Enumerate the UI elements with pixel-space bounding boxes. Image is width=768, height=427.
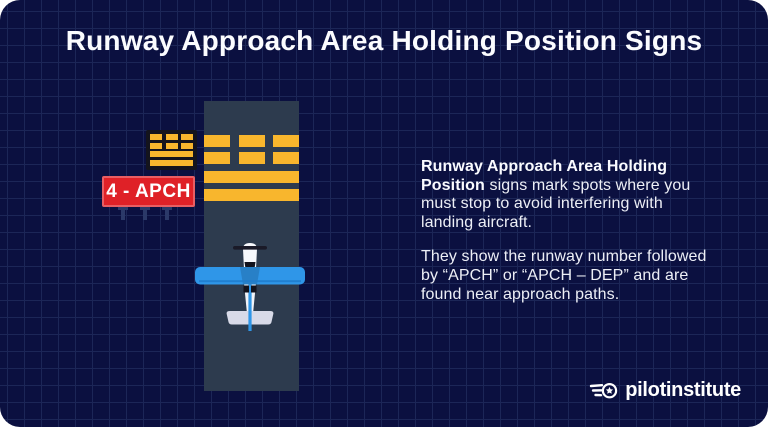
airplane-rear-window xyxy=(251,285,257,293)
description: Runway Approach Area Holding Position si… xyxy=(421,158,715,304)
apch-sign: 4 - APCH xyxy=(102,176,195,207)
holding-marking-dashed-row xyxy=(204,152,299,164)
airplane-wing-root xyxy=(240,267,260,285)
pattern-sign-dashed-row xyxy=(150,142,193,149)
airplane-rear-window xyxy=(243,285,249,293)
runway-top-view xyxy=(204,101,299,391)
airplane-icon xyxy=(195,243,305,331)
sign-post xyxy=(118,206,128,220)
brand-logo: pilotinstitute xyxy=(589,379,741,402)
holding-marking-solid-bar xyxy=(204,171,299,183)
marking-dash xyxy=(273,152,299,164)
page-title: Runway Approach Area Holding Position Si… xyxy=(65,25,703,56)
pattern-sign-solid-row xyxy=(150,151,193,158)
marking-dash xyxy=(273,135,299,147)
airplane-spine xyxy=(248,283,252,331)
description-lead: Runway Approach Area Holding Position xyxy=(421,158,668,194)
holding-position-pattern-sign xyxy=(146,130,197,170)
marking-dash xyxy=(238,152,265,164)
holding-marking-dashed-row xyxy=(204,135,299,147)
marking-dash xyxy=(204,152,230,164)
description-paragraph-1: Runway Approach Area Holding Position si… xyxy=(421,158,715,232)
brand-name: pilotinstitute xyxy=(625,379,741,401)
description-paragraph-2: They show the runway number followed by … xyxy=(421,248,707,303)
description-paragraph-1-rest: signs mark spots where you must stop to … xyxy=(421,176,691,231)
pilotinstitute-logo-icon xyxy=(590,382,618,398)
airplane-wing-flap-line xyxy=(199,280,301,283)
marking-dash xyxy=(204,135,230,147)
sign-post xyxy=(140,206,150,220)
sign-post xyxy=(162,206,172,220)
holding-marking-solid-bar xyxy=(204,189,299,201)
pattern-sign-dashed-row xyxy=(150,134,193,140)
marking-dash xyxy=(238,135,265,147)
airplane-propeller xyxy=(233,246,267,250)
airplane-wing xyxy=(195,267,305,285)
pattern-sign-solid-row xyxy=(150,159,193,166)
